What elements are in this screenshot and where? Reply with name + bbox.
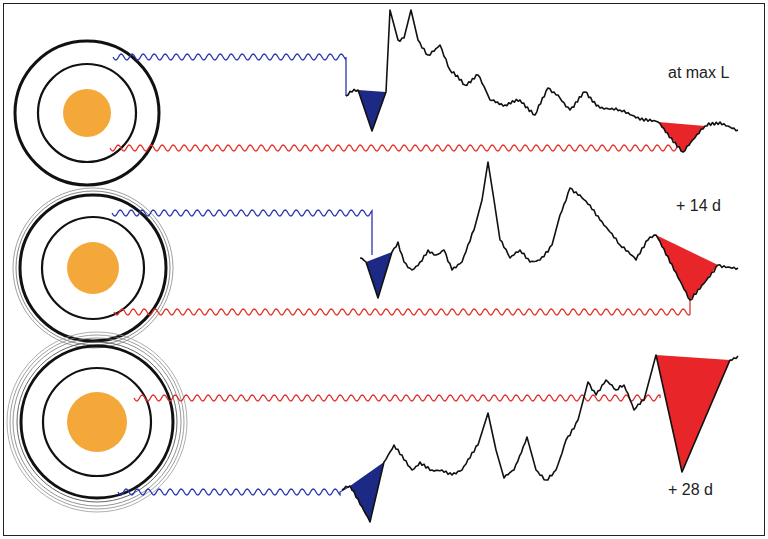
epoch-label: at max L [668, 63, 729, 82]
photon-wave [114, 300, 690, 315]
blue-absorption [350, 462, 384, 522]
epoch-label: + 14 d [676, 196, 721, 215]
spectrum-curve [360, 162, 738, 300]
photon-wave [112, 210, 372, 255]
red-absorption [656, 235, 718, 300]
frame [4, 4, 765, 536]
photon-wave [118, 486, 350, 495]
spectrum-curve [346, 10, 738, 152]
epoch-label: + 28 d [668, 480, 713, 499]
photon-wave [110, 145, 683, 152]
spectrum-curve [342, 355, 738, 522]
supernova-star [7, 332, 187, 512]
photon-wave [113, 54, 346, 96]
supernova-star [15, 41, 159, 185]
red-absorption [656, 355, 730, 472]
supernova-star [13, 188, 173, 348]
blue-absorption [358, 90, 386, 131]
photon-wave [134, 395, 660, 401]
